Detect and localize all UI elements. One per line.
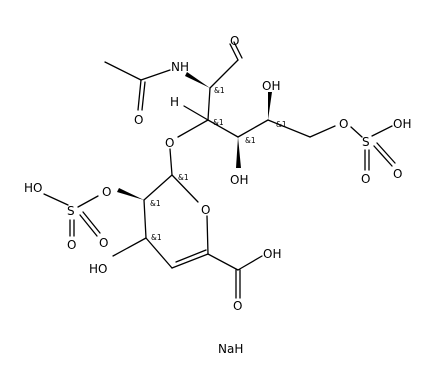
stereo-label: &1 bbox=[214, 86, 225, 95]
atom-label: OH bbox=[262, 79, 280, 93]
bond bbox=[207, 119, 239, 138]
bond bbox=[143, 199, 147, 239]
bond bbox=[171, 174, 199, 203]
bond bbox=[183, 105, 209, 121]
bond bbox=[145, 237, 173, 269]
wedge-bond bbox=[236, 137, 241, 168]
bond bbox=[141, 81, 146, 111]
bond bbox=[177, 119, 209, 138]
bond bbox=[104, 61, 142, 81]
counterion-label: NaH bbox=[218, 342, 243, 356]
bond bbox=[140, 69, 171, 81]
bond bbox=[373, 145, 393, 167]
atom-label: O bbox=[67, 238, 76, 252]
bond bbox=[175, 249, 207, 263]
stereo-label: &1 bbox=[150, 199, 161, 208]
atom-label: O bbox=[165, 136, 174, 150]
bond bbox=[237, 255, 263, 271]
bond bbox=[207, 253, 239, 271]
atom-label: O bbox=[102, 185, 111, 199]
atom-label: O bbox=[233, 299, 242, 313]
bond bbox=[267, 119, 311, 138]
bond bbox=[237, 119, 269, 138]
atom-label: NH bbox=[171, 60, 189, 74]
bond bbox=[209, 59, 239, 89]
bond bbox=[309, 125, 336, 138]
stereo-label: &1 bbox=[151, 233, 162, 242]
atom-label: O bbox=[201, 203, 210, 217]
atom-label: O bbox=[361, 172, 370, 186]
atom-label: S bbox=[362, 135, 370, 149]
atom-label: OH bbox=[393, 117, 411, 131]
atom-label: OH bbox=[230, 173, 248, 187]
bond bbox=[171, 253, 209, 269]
atom-label: H bbox=[170, 95, 179, 109]
atom-label: O bbox=[99, 236, 108, 250]
atom-label: O bbox=[393, 167, 402, 181]
wedge-bond bbox=[117, 188, 144, 200]
bond bbox=[169, 148, 173, 176]
bond bbox=[79, 214, 98, 237]
stereo-label: &1 bbox=[213, 118, 224, 127]
atom-label: S bbox=[67, 204, 75, 218]
atom-label: OH bbox=[263, 247, 281, 261]
bond bbox=[229, 43, 239, 61]
bond bbox=[376, 142, 396, 164]
stereo-label: &1 bbox=[178, 173, 189, 182]
atom-label: HO bbox=[89, 262, 107, 276]
atom-label: O bbox=[339, 117, 348, 131]
wedge-bond bbox=[185, 72, 210, 88]
wedge-bond bbox=[268, 92, 272, 120]
stereo-label: &1 bbox=[245, 136, 256, 145]
atom-label: O bbox=[230, 34, 239, 48]
bond bbox=[112, 237, 147, 257]
bond bbox=[207, 87, 211, 121]
bond bbox=[143, 174, 173, 201]
stereo-label: &1 bbox=[276, 120, 287, 129]
bond bbox=[43, 193, 69, 206]
bond bbox=[233, 41, 243, 59]
bond bbox=[206, 215, 209, 255]
atom-label: O bbox=[134, 113, 143, 127]
bond bbox=[82, 211, 101, 234]
bond bbox=[77, 195, 99, 208]
bond bbox=[350, 126, 363, 138]
bond bbox=[137, 79, 142, 111]
atom-label: HO bbox=[24, 181, 42, 195]
bond bbox=[371, 125, 393, 137]
